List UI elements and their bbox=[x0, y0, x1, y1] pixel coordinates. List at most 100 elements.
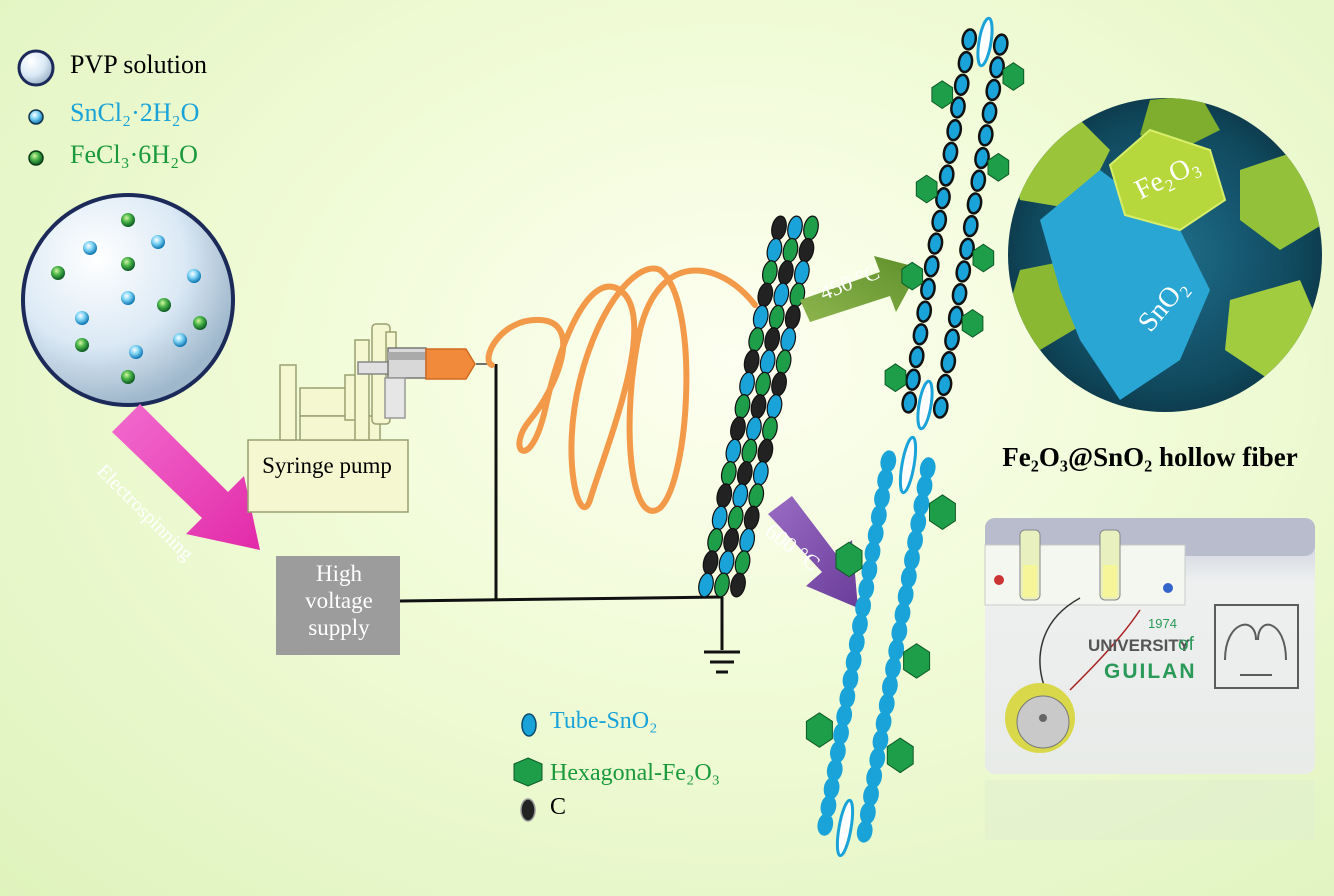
circuit-wires bbox=[399, 364, 740, 674]
fiber-bead bbox=[961, 28, 978, 51]
collector-bead bbox=[739, 527, 756, 553]
collector-bead bbox=[748, 327, 765, 352]
collector-bead bbox=[741, 438, 758, 464]
electrospinning-arrow bbox=[112, 404, 260, 550]
collector-bead bbox=[732, 483, 749, 509]
collector-bead bbox=[707, 527, 724, 553]
collector-bead bbox=[727, 505, 744, 531]
product-title: Fe₂O₃@SnO₂ hollow fiber bbox=[1002, 442, 1298, 472]
fiber-bead bbox=[817, 813, 834, 836]
collector-fiber-stack bbox=[698, 215, 819, 598]
fiber-bead bbox=[992, 33, 1009, 56]
fiber-bead bbox=[923, 255, 940, 278]
fiber-bead bbox=[950, 96, 966, 119]
collector-bead bbox=[730, 416, 746, 442]
photo-reflection bbox=[985, 780, 1315, 840]
high-voltage-box bbox=[276, 556, 400, 655]
arrow-450 bbox=[800, 256, 920, 322]
arrow-600 bbox=[768, 496, 858, 608]
fiber-bead bbox=[905, 368, 921, 391]
collector-bead bbox=[771, 215, 787, 241]
fiber-bead bbox=[966, 192, 983, 215]
fe2o3-hexagon bbox=[901, 261, 924, 291]
collector-bead bbox=[759, 349, 776, 375]
fiber-bead bbox=[951, 282, 968, 306]
collector-bead bbox=[752, 461, 769, 486]
collector-bead bbox=[780, 327, 797, 352]
collector-bead bbox=[730, 572, 746, 598]
fiber-bead bbox=[944, 328, 960, 351]
collector-bead bbox=[803, 215, 819, 241]
photo-university-word: UNIVERSITY bbox=[1088, 636, 1191, 655]
fiber-bead bbox=[936, 373, 953, 397]
fiber-end-cap bbox=[835, 798, 855, 858]
fiber-end-cap bbox=[898, 435, 918, 495]
fiber-bead bbox=[962, 214, 979, 238]
fiber-bead bbox=[927, 232, 944, 255]
fiber-bead bbox=[912, 323, 929, 346]
fiber-bead bbox=[989, 56, 1005, 79]
hexagonal-fe2o3-legend-icon bbox=[513, 757, 543, 787]
fiber-bead bbox=[953, 73, 970, 96]
syringe-pump-label: Syringe pump bbox=[262, 453, 392, 478]
collector-bead bbox=[777, 260, 794, 286]
fiber-bead bbox=[940, 351, 957, 374]
electrospun-jet bbox=[485, 265, 758, 514]
fiber-bead bbox=[946, 118, 963, 142]
tube-sno2-legend-icon bbox=[521, 713, 537, 737]
legend-hexagonal-fe2o3-label: Hexagonal-Fe₂O₃ bbox=[550, 760, 721, 786]
syringe-pump bbox=[247, 323, 476, 513]
fe2o3-hexagon bbox=[886, 737, 914, 774]
high-voltage-label: High voltage supply bbox=[305, 561, 373, 640]
legend-pvp-label: PVP solution bbox=[70, 50, 208, 79]
collector-bead bbox=[755, 371, 771, 397]
device-photo bbox=[984, 518, 1315, 774]
legend-tube-sno2-label: Tube-SnO₂ bbox=[550, 708, 658, 734]
fiber-bead bbox=[957, 50, 974, 74]
fiber-bead bbox=[938, 164, 955, 187]
collector-bead bbox=[746, 416, 762, 442]
hollow-fiber-450 bbox=[884, 16, 1025, 431]
fe2o3-hexagon bbox=[972, 243, 995, 273]
legend-sncl2-label: SnCl₂·2H₂O bbox=[70, 98, 200, 127]
fiber-bead bbox=[901, 391, 918, 414]
fe2o3-hexagon bbox=[929, 494, 956, 531]
collector-bead bbox=[793, 260, 810, 286]
fiber-bead bbox=[974, 146, 990, 170]
collector-bead bbox=[757, 438, 774, 464]
fiber-bead bbox=[908, 345, 925, 369]
pvp-bubble-icon bbox=[17, 49, 55, 87]
fe2o3-hexagon bbox=[903, 643, 931, 679]
fiber-bead bbox=[916, 300, 933, 323]
sem-micrograph bbox=[1008, 98, 1322, 412]
fiber-bead bbox=[981, 101, 998, 124]
fiber-bead bbox=[955, 260, 972, 283]
fiber-end-cap bbox=[976, 16, 994, 68]
fiber-bead bbox=[947, 305, 964, 329]
fe2o3-hexagon bbox=[931, 80, 954, 110]
fiber-bead bbox=[977, 124, 994, 147]
collector-bead bbox=[718, 550, 735, 576]
legend-fecl3-label: FeCl₃·6H₂O bbox=[70, 140, 198, 169]
fiber-bead bbox=[932, 396, 949, 419]
collector-bead bbox=[734, 550, 751, 576]
collector-bead bbox=[787, 215, 803, 241]
collector-bead bbox=[782, 237, 799, 263]
fiber-end-cap bbox=[916, 379, 934, 431]
collector-bead bbox=[757, 282, 774, 308]
carbon-legend-icon bbox=[520, 798, 536, 822]
collector-bead bbox=[762, 416, 778, 442]
fe2o3-hexagon bbox=[1002, 62, 1025, 91]
fe2o3-hexagon bbox=[835, 541, 863, 578]
collector-bead bbox=[768, 304, 785, 330]
collector-bead bbox=[734, 394, 751, 419]
legend-carbon-label: C bbox=[550, 794, 567, 820]
fecl3-bead-icon bbox=[28, 150, 44, 166]
collector-bead bbox=[775, 349, 792, 375]
hollow-fiber-600 bbox=[805, 435, 956, 858]
collector-bead bbox=[743, 505, 760, 531]
precursor-solution-droplet bbox=[21, 193, 235, 407]
collector-bead bbox=[743, 349, 760, 375]
collector-bead bbox=[766, 394, 783, 419]
